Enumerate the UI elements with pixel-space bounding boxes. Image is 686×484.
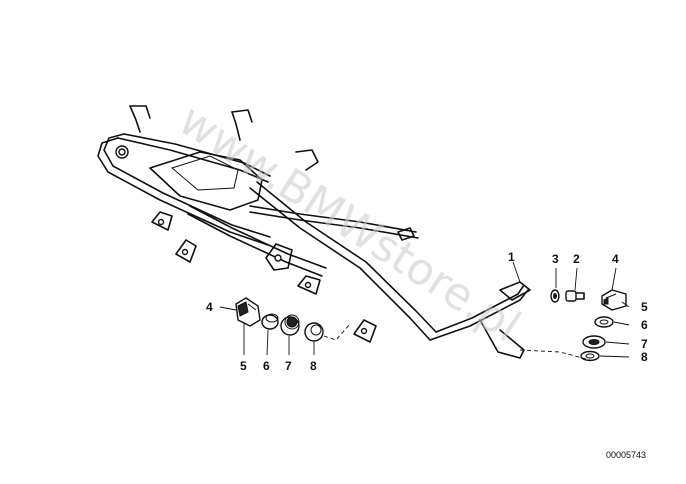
callout-8-right: 8	[641, 350, 648, 364]
callout-8-left: 8	[310, 359, 317, 373]
callout-4-right: 4	[612, 252, 619, 266]
callout-3: 3	[552, 252, 559, 266]
callout-7-left: 7	[285, 359, 292, 373]
ring-part-8-right	[580, 350, 600, 362]
clip-part-4-right	[601, 289, 627, 311]
document-number: 00005743	[606, 450, 646, 460]
frame-part-1	[97, 105, 531, 359]
callout-5-right: 5	[641, 300, 648, 314]
bushing-part-6-left	[261, 313, 279, 330]
ring-part-8-left	[304, 322, 324, 342]
callout-1: 1	[508, 250, 515, 264]
leader-lines	[219, 261, 630, 358]
clip-part-4-left	[235, 297, 261, 327]
left-hardware-group	[235, 297, 351, 342]
callout-6-left: 6	[263, 359, 270, 373]
callout-4-left: 4	[206, 300, 213, 314]
rubber-part-7-right	[582, 335, 606, 349]
right-hardware-group	[519, 289, 627, 362]
callout-6-right: 6	[641, 318, 648, 332]
bolt-part-2	[565, 290, 585, 302]
callout-7-right: 7	[641, 337, 648, 351]
callout-2: 2	[573, 252, 580, 266]
rubber-part-7-left	[280, 314, 300, 336]
bushing-part-6-right	[594, 316, 614, 328]
callout-5-left: 5	[240, 359, 247, 373]
callouts: 1 3 2 4 5 6 7 8 4 5 6 7 8	[206, 250, 648, 373]
